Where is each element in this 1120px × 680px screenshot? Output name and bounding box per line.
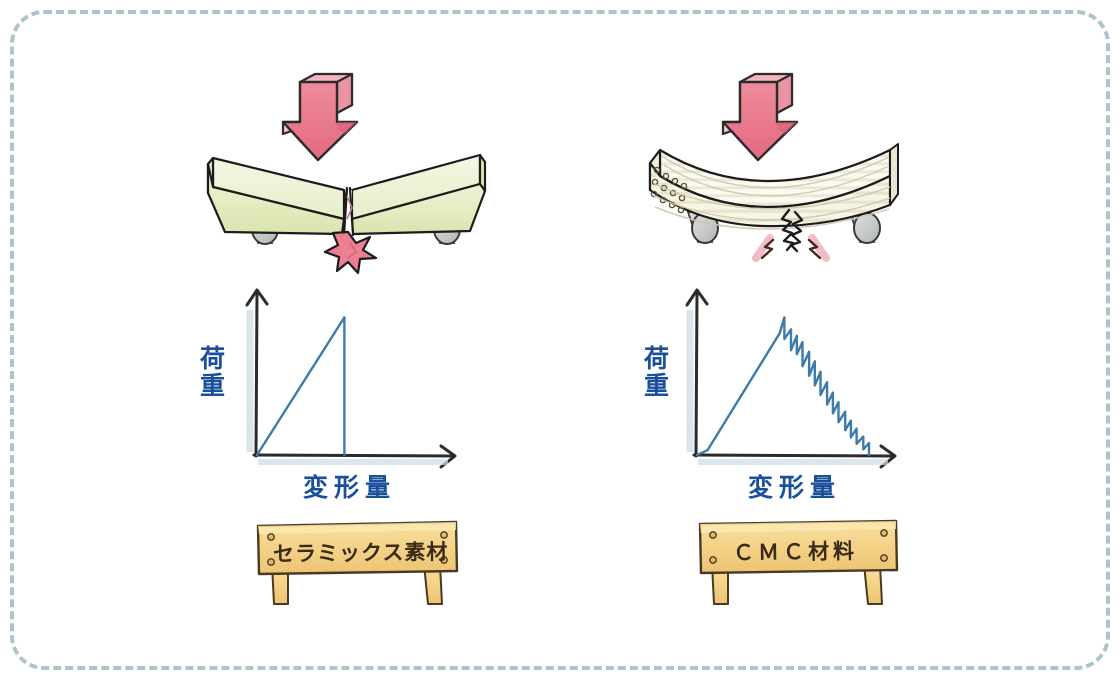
fracture-star-icon: [323, 230, 378, 275]
cmc-sign: [698, 519, 899, 605]
ceramic-sign: [256, 520, 459, 605]
ceramic-x-axis-label: 変形量: [303, 473, 397, 502]
microcrack-marker: [752, 208, 830, 262]
cmc-material-label: ＣＭＣ材料: [732, 539, 859, 565]
ceramic-material-label: セラミックス素材: [272, 539, 449, 567]
ceramic-chart-axes: [245, 288, 457, 469]
ceramic-load-curve: [255, 316, 346, 457]
load-arrow-cmc: [721, 72, 799, 162]
cmc-x-axis-label: 変形量: [748, 473, 842, 502]
ceramic-y-axis-label: 荷重: [196, 345, 226, 399]
cmc-load-curve: [695, 316, 871, 457]
load-arrow-ceramic: [281, 72, 359, 162]
cmc-beam: [648, 143, 899, 230]
cmc-y-axis-label: 荷重: [640, 345, 670, 399]
cmc-chart-axes: [685, 288, 897, 469]
ceramic-beam: [206, 153, 487, 237]
